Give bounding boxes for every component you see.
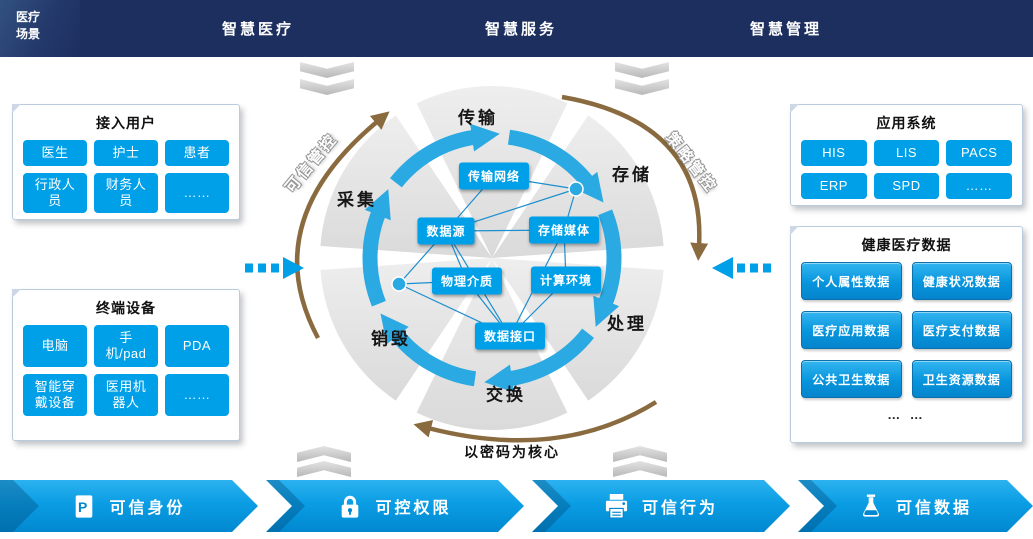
terminal-devices-grid: 电脑 手机/pad PDA 智能穿戴设备 医用机器人 …… [23,325,229,416]
flow-up-chevron [613,446,667,462]
device-chip-robot: 医用机器人 [94,374,158,416]
data-chip-personal-attr: 个人属性数据 [801,262,902,300]
flow-down-chevron [300,62,354,78]
stage-label-transmit: 传输 [458,108,498,128]
cycle-arrow [593,209,622,327]
banner-label: 可控权限 [375,500,452,517]
banner-label: 可信身份 [109,500,186,517]
id-card-icon: P [72,493,96,520]
scenario-corner-label: 医疗 场景 [16,9,40,44]
access-users-title: 接入用户 [96,115,156,131]
inflow-arrow-right [712,257,771,279]
health-data-more-dots: … … [887,407,926,422]
element-box-data-interface: 数据接口 [474,322,546,350]
system-chip-pacs: PACS [946,140,1012,166]
device-chip-wearable: 智能穿戴设备 [23,374,87,416]
banner-trusted-behavior: 可信行为 [532,480,790,532]
cycle-arrow [380,313,477,387]
stage-label-process: 处理 [607,314,647,334]
banner-notch-shade [0,480,42,532]
health-data-panel: 健康医疗数据 个人属性数据 健康状况数据 医疗应用数据 医疗支付数据 公共卫生数… [790,226,1023,443]
top-bar [0,0,1033,57]
topbar-item-smart-service: 智慧服务 [485,21,558,38]
corner-label-line1: 医疗 [16,10,41,24]
user-chip-doctor: 医生 [23,140,87,166]
svg-text:P: P [78,499,90,515]
system-chip-his: HIS [801,140,867,166]
terminal-devices-title: 终端设备 [96,300,156,316]
banner-controllable-permission: 可控权限 [266,480,524,532]
data-chip-health-status: 健康状况数据 [911,262,1012,300]
health-data-grid: 个人属性数据 健康状况数据 医疗应用数据 医疗支付数据 公共卫生数据 卫生资源数… [801,262,1012,398]
system-chip-more: …… [946,173,1012,199]
element-box-storage-media: 存储媒体 [528,216,600,244]
device-chip-computer: 电脑 [23,325,87,367]
banner-trusted-data: 可信数据 [798,480,1033,532]
access-users-grid: 医生 护士 患者 行政人员 财务人员 …… [23,140,229,213]
cycle-arrows [362,123,622,393]
cycle-arrow [362,189,391,307]
stage-label-store: 存储 [612,165,652,185]
topbar-item-smart-medical: 智慧医疗 [222,21,295,38]
network-node [568,181,584,197]
crypto-core-arc [413,400,658,443]
user-chip-finance: 财务人员 [94,173,158,213]
cycle-arrow [389,123,500,188]
banner-label: 可信数据 [895,500,972,517]
terminal-devices-panel: 终端设备 电脑 手机/pad PDA 智能穿戴设备 医用机器人 …… [12,289,240,441]
user-chip-more: …… [165,173,229,213]
flow-down-chevron [615,62,669,78]
flow-up-chevron [613,461,667,477]
data-chip-medical-payment: 医疗支付数据 [911,311,1012,349]
flask-icon [859,493,883,520]
crypto-core-label: 以密码为核心 [464,444,560,460]
user-chip-nurse: 护士 [94,140,158,166]
system-chip-erp: ERP [801,173,867,199]
stage-label-destroy: 销毁 [371,329,411,349]
banner-trusted-identity: P 可信身份 [0,480,258,532]
app-systems-panel: 应用系统 HIS LIS PACS ERP SPD …… [790,104,1023,206]
stage-label-exchange: 交换 [486,385,526,405]
user-chip-admin: 行政人员 [23,173,87,213]
corner-label-line2: 场景 [16,27,41,42]
element-box-physical-media: 物理介质 [431,267,503,295]
corner-accent [0,0,80,57]
system-chip-lis: LIS [873,140,940,166]
access-users-panel: 接入用户 医生 护士 患者 行政人员 财务人员 …… [12,104,240,220]
stage-label-collect: 采集 [337,190,377,210]
device-chip-phone-pad: 手机/pad [94,325,158,367]
cycle-arrow [484,328,595,393]
inflow-arrow-left [245,257,304,279]
flow-up-chevron [297,461,351,477]
device-chip-more: …… [165,374,229,416]
lock-icon [338,493,362,520]
data-chip-medical-app: 医疗应用数据 [801,311,902,349]
app-systems-title: 应用系统 [876,115,937,131]
data-chip-public-health: 公共卫生数据 [801,360,902,398]
pie-wedge-process [492,258,664,401]
element-box-data-source: 数据源 [417,217,475,245]
health-data-title: 健康医疗数据 [861,237,952,253]
element-box-computing-env: 计算环境 [530,266,602,294]
banner-label: 可信行为 [641,500,718,517]
app-systems-grid: HIS LIS PACS ERP SPD …… [801,140,1012,199]
strategy-control-arc [561,94,709,261]
user-chip-patient: 患者 [165,140,229,166]
topbar-item-smart-management: 智慧管理 [750,21,823,38]
flow-down-chevron [300,79,354,95]
system-chip-spd: SPD [873,173,940,199]
flow-up-chevron [297,446,351,462]
trusted-control-arc [294,111,390,340]
governance-arcs [294,94,709,443]
device-chip-pda: PDA [165,325,229,367]
element-box-transmission-network: 传输网络 [458,162,530,190]
network-node [391,276,407,292]
flow-down-chevron [615,79,669,95]
cycle-arrow [507,129,604,203]
data-chip-health-resource: 卫生资源数据 [911,360,1012,398]
printer-icon [604,493,629,520]
